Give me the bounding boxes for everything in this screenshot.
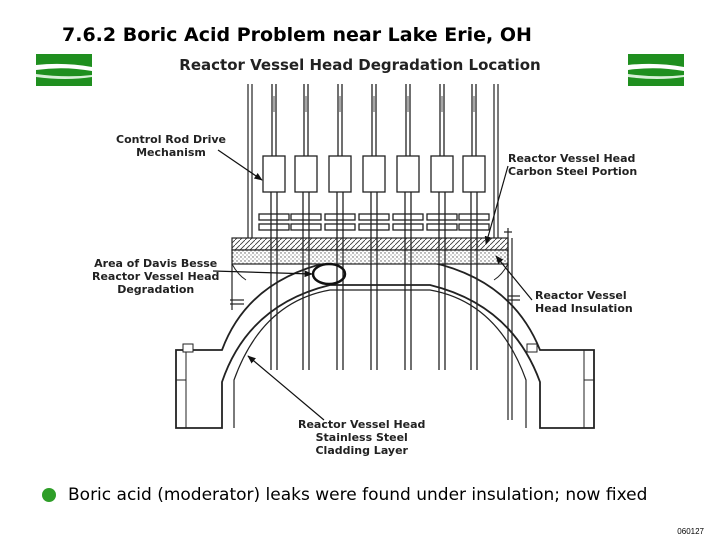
bullet-text: Boric acid (moderator) leaks were found … <box>68 485 648 505</box>
green-banner-decoration-right <box>628 54 684 86</box>
control-rod-drive-mechanisms <box>258 84 490 370</box>
label-davis-besse-degradation: Area of Davis Besse Reactor Vessel Head … <box>92 257 220 296</box>
bullet-dot-icon <box>42 488 56 502</box>
slide-title: 7.6.2 Boric Acid Problem near Lake Erie,… <box>62 24 532 46</box>
diagram-title: Reactor Vessel Head Degradation Location <box>179 56 541 74</box>
label-control-rod-drive-mechanism: Control Rod Drive Mechanism <box>116 133 226 159</box>
support-frame <box>230 84 520 420</box>
leader-arrows <box>212 149 533 421</box>
label-carbon-steel-portion: Reactor Vessel Head Carbon Steel Portion <box>508 152 638 178</box>
label-head-insulation: Reactor Vessel Head Insulation <box>535 289 633 315</box>
label-stainless-steel-cladding: Reactor Vessel Head Stainless Steel Clad… <box>298 418 426 457</box>
green-banner-decoration-left <box>36 54 92 86</box>
slide-code: 060127 <box>677 527 704 536</box>
degradation-area-circle <box>311 262 347 286</box>
bullet-point: Boric acid (moderator) leaks were found … <box>42 485 647 505</box>
